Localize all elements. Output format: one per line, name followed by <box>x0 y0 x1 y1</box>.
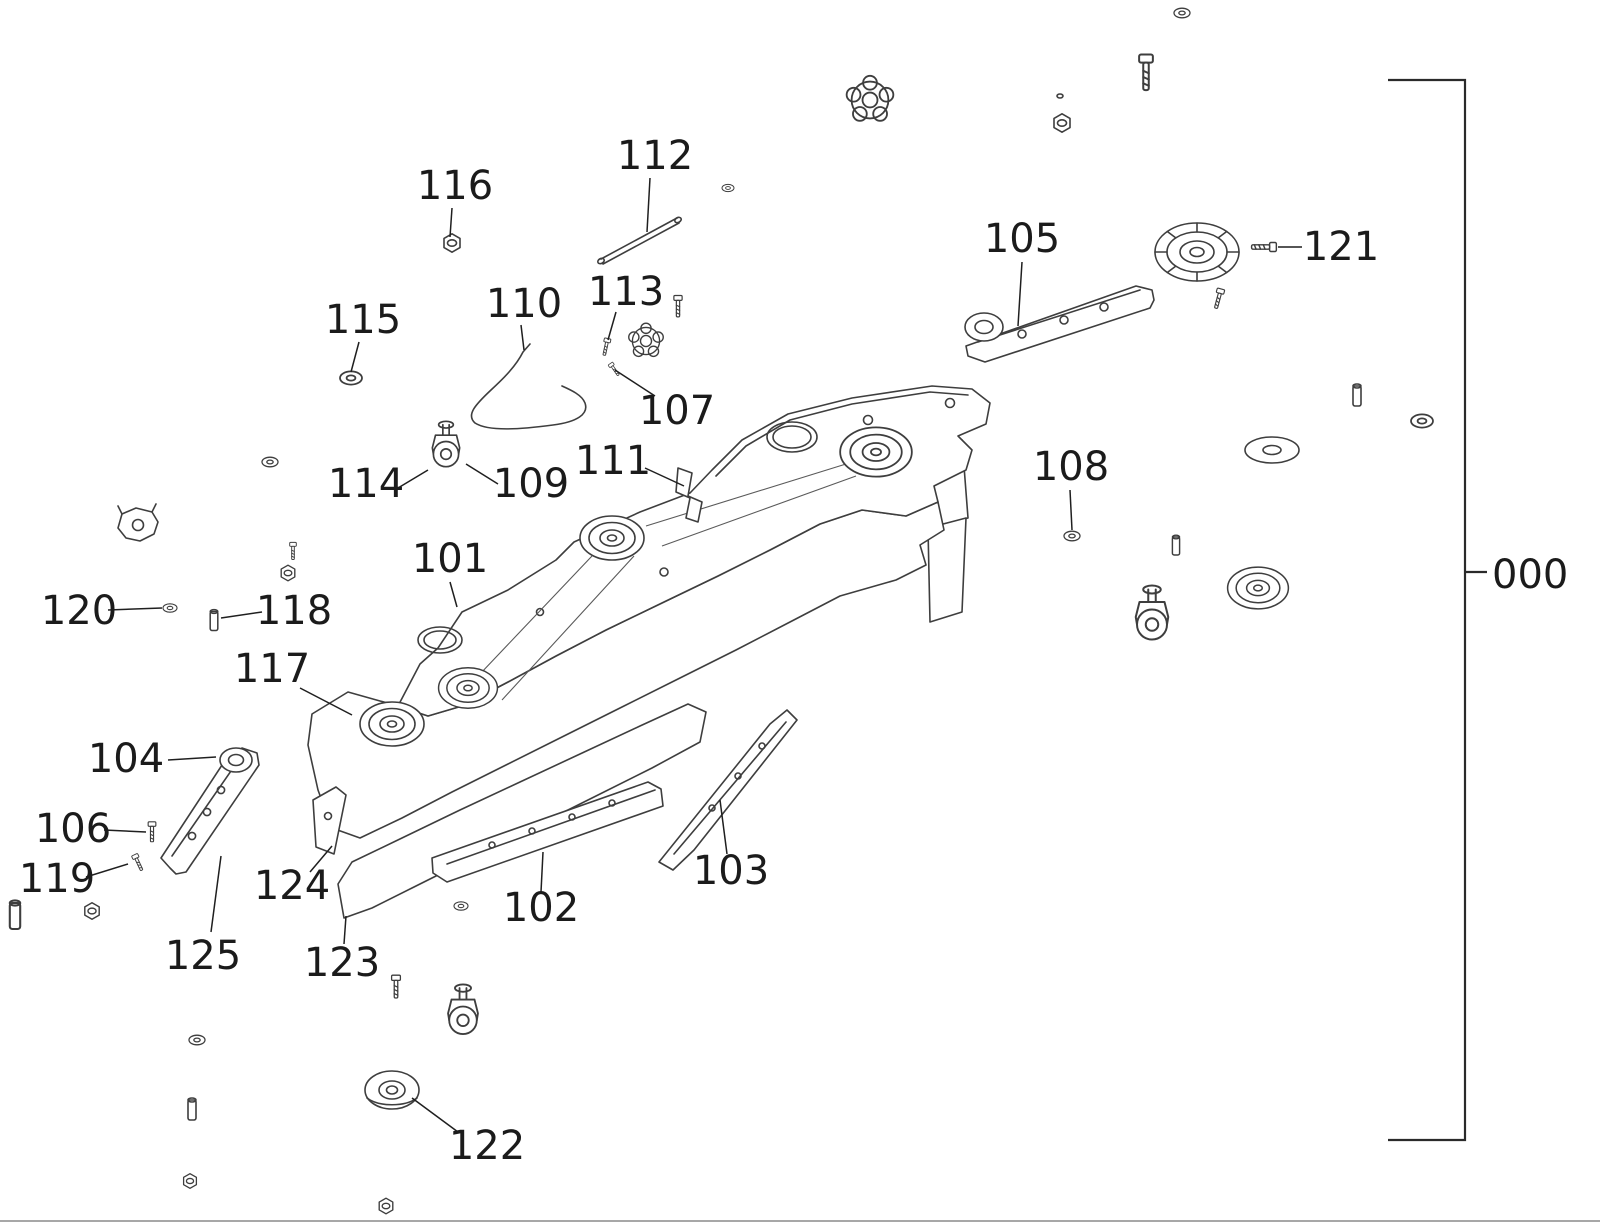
callout-122: 122 <box>449 1123 525 1169</box>
part-spacer-pin-right <box>1352 383 1362 407</box>
part-deck-plate-edge <box>715 391 969 477</box>
callout-113: 113 <box>588 269 664 315</box>
leader-lines <box>85 177 1302 1133</box>
callout-104: 104 <box>88 736 164 782</box>
part-pulley-right <box>1226 566 1290 610</box>
part-large-washer-right <box>1244 436 1300 464</box>
part-caster-right <box>1134 584 1170 641</box>
part-roller-arm-104 <box>160 747 260 875</box>
callout-114: 114 <box>328 461 404 507</box>
callout-121: 121 <box>1303 224 1379 270</box>
assembly-bracket <box>1388 78 1487 1142</box>
part-washer-small-top <box>721 183 735 193</box>
part-spindle-pulley-right <box>839 426 913 478</box>
part-washer-right <box>1410 413 1434 429</box>
part-star-knob-small <box>628 322 664 358</box>
part-belt-guide-clip <box>675 467 703 523</box>
part-washer-108 <box>1063 530 1081 542</box>
part-screw-113 <box>600 337 612 357</box>
part-roller-arm-105 <box>964 285 1155 363</box>
part-deck-assembly <box>307 385 991 919</box>
part-side-bracket-124 <box>312 786 347 855</box>
part-hex-nut-left <box>280 564 296 582</box>
callout-106: 106 <box>35 806 111 852</box>
part-skid-bar-103 <box>658 709 798 871</box>
callout-118: 118 <box>256 588 332 634</box>
part-washer-115 <box>339 370 363 386</box>
part-screw-near-113 <box>673 294 683 318</box>
part-caster-114 <box>431 420 461 468</box>
part-spacer-pin-mid <box>1171 534 1181 556</box>
callout-110: 110 <box>486 281 562 327</box>
part-pin-118 <box>209 608 219 632</box>
part-gauge-wheel-122 <box>364 1070 420 1110</box>
part-bolt-121 <box>1250 241 1278 253</box>
part-washer-120 <box>162 603 178 613</box>
hardware-parts <box>8 7 1434 1215</box>
callout-000: 000 <box>1492 552 1568 598</box>
callout-116: 116 <box>417 163 493 209</box>
callout-123: 123 <box>304 940 380 986</box>
callout-115: 115 <box>325 297 401 343</box>
part-washer-bottom-left <box>188 1034 206 1046</box>
callout-105: 105 <box>984 216 1060 262</box>
part-spindle-pulley-left <box>437 667 499 709</box>
part-grommet-top-edge <box>1173 7 1191 19</box>
part-spindle-pulley-117 <box>359 701 425 747</box>
callout-112: 112 <box>617 133 693 179</box>
part-deck-right-flap <box>927 517 967 623</box>
part-washer-under-deck <box>453 901 469 911</box>
part-hex-nut-bottom-left <box>84 901 100 921</box>
callout-124: 124 <box>254 863 330 909</box>
callout-125: 125 <box>165 933 241 979</box>
part-rod-112 <box>596 216 683 265</box>
part-hex-nut-bottom-edge <box>182 1173 198 1189</box>
part-bolt-106 <box>147 821 157 843</box>
callout-108: 108 <box>1033 444 1109 490</box>
part-hex-nut-top <box>1053 113 1071 133</box>
callout-117: 117 <box>234 646 310 692</box>
callout-103: 103 <box>693 848 769 894</box>
part-star-knob-large <box>845 74 895 122</box>
part-screw-wheel <box>1211 287 1226 310</box>
callout-102: 102 <box>503 885 579 931</box>
part-washer-left <box>261 456 279 468</box>
callout-120: 120 <box>41 588 117 634</box>
callout-111: 111 <box>575 438 651 484</box>
part-pin-bottom-left <box>187 1097 197 1121</box>
part-wire-link-110 <box>470 343 587 430</box>
part-bolt-119 <box>131 852 146 873</box>
part-spindle-pulley-center <box>579 515 645 561</box>
part-hex-nut-bottom-center <box>378 1197 394 1215</box>
callout-107: 107 <box>639 388 715 434</box>
part-skid-bar-102 <box>431 781 664 883</box>
belt-lines <box>479 463 857 701</box>
part-screw-top <box>1138 53 1154 92</box>
part-screw-tip <box>1056 93 1064 99</box>
part-ribbed-wheel <box>1154 222 1240 282</box>
callout-labels: 000 101 102 103 104 105 106 107 108 109 … <box>19 133 1569 1169</box>
callout-119: 119 <box>19 856 95 902</box>
part-screw-bottom <box>390 974 402 999</box>
part-deck-holes <box>417 397 956 654</box>
part-screw-107 <box>607 361 622 378</box>
part-screw-left <box>289 541 297 560</box>
part-clamp-left <box>117 503 159 542</box>
callout-109: 109 <box>493 461 569 507</box>
callout-101: 101 <box>412 536 488 582</box>
part-pin-far-left <box>8 899 22 931</box>
part-hex-nut-116 <box>443 233 461 253</box>
part-caster-bottom <box>447 983 479 1036</box>
